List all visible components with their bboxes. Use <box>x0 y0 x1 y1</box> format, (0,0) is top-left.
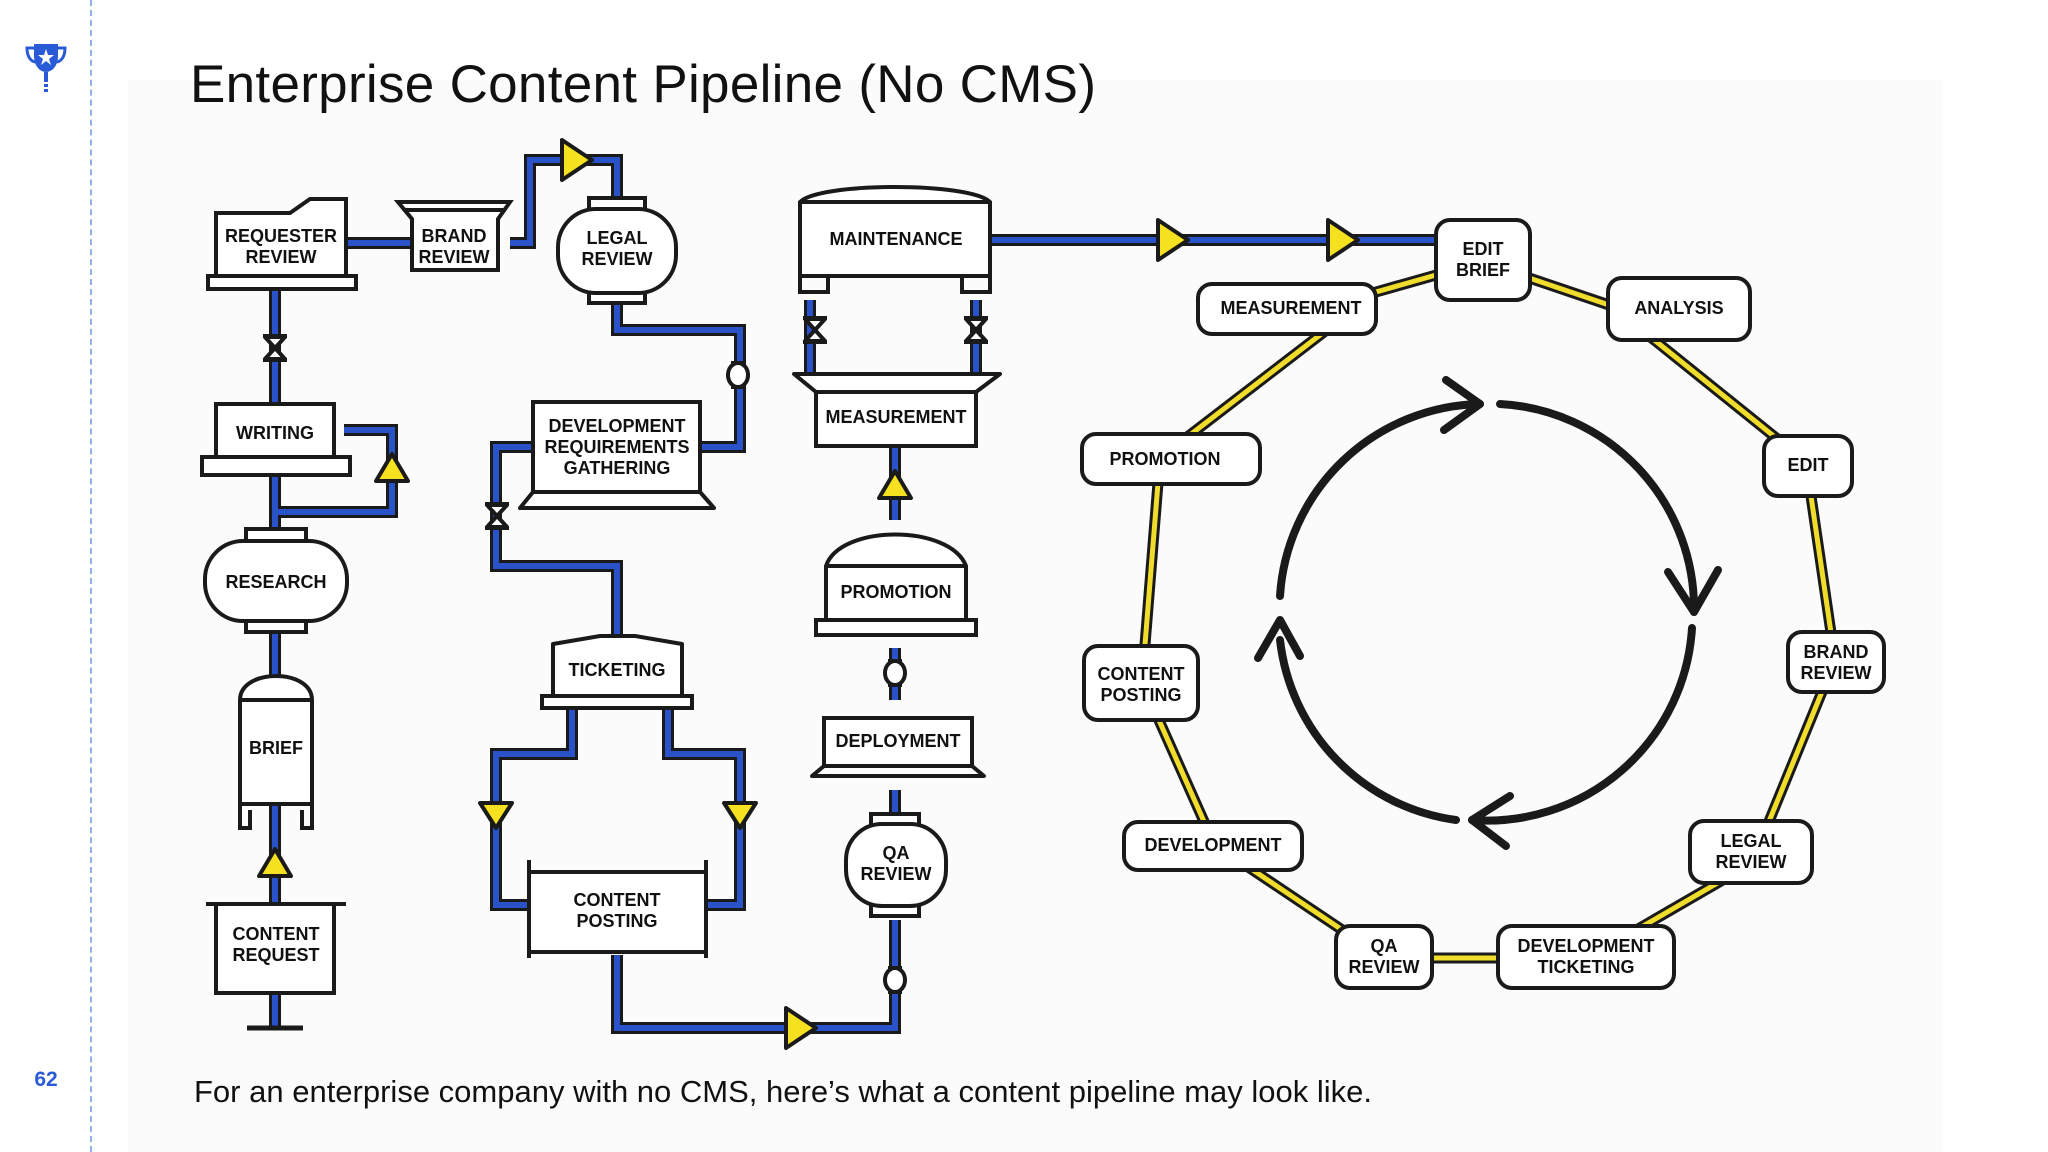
cycle-arrows <box>1254 376 1722 850</box>
node-deployment: DEPLOYMENT <box>810 716 986 778</box>
flow-arrow-down <box>478 801 514 830</box>
trophy-icon <box>25 44 67 92</box>
page-number: 62 <box>34 1068 58 1091</box>
node-writing: WRITING <box>200 402 352 477</box>
node-research: RESEARCH <box>203 527 349 634</box>
svg-text:MEASUREMENT: MEASUREMENT <box>825 407 966 427</box>
cycle-node-development: DEVELOPMENT <box>1122 820 1304 872</box>
cycle-node-measurement: MEASUREMENT <box>1196 282 1378 336</box>
flow-arrow-up <box>257 847 293 878</box>
svg-text:PROMOTION: PROMOTION <box>1110 449 1221 469</box>
flow-arrow-right <box>560 138 594 182</box>
svg-text:RESEARCH: RESEARCH <box>225 572 326 592</box>
svg-text:BRIEF: BRIEF <box>249 738 303 758</box>
svg-text:TICKETING: TICKETING <box>569 660 666 680</box>
cycle-node-analysis: ANALYSIS <box>1606 276 1752 342</box>
svg-text:DEVELOPMENT: DEVELOPMENT <box>1144 835 1281 855</box>
valve-icon <box>261 334 289 362</box>
valve-icon <box>962 316 990 344</box>
flow-arrow-right <box>1156 218 1190 262</box>
node-maintenance: MAINTENANCE <box>798 185 992 294</box>
slide-title: Enterprise Content Pipeline (No CMS) <box>190 55 1097 114</box>
svg-text:ANALYSIS: ANALYSIS <box>1634 298 1723 318</box>
svg-text:WRITING: WRITING <box>236 423 314 443</box>
flow-arrow-down <box>722 801 758 830</box>
gauge-icon <box>883 964 907 996</box>
cycle-node-promotion: PROMOTION <box>1080 432 1262 486</box>
node-measurement-c3: MEASUREMENT <box>792 372 1002 448</box>
svg-text:DEPLOYMENT: DEPLOYMENT <box>835 731 960 751</box>
gauge-icon <box>883 657 907 689</box>
flow-arrow-right <box>1326 218 1360 262</box>
slide-caption: For an enterprise company with no CMS, h… <box>194 1074 1373 1109</box>
svg-text:PROMOTION: PROMOTION <box>841 582 952 602</box>
valve-icon <box>483 502 511 530</box>
flow-arrow-up <box>877 469 913 500</box>
node-brief: BRIEF <box>238 674 314 830</box>
svg-text:MAINTENANCE: MAINTENANCE <box>830 229 963 249</box>
svg-text:MEASUREMENT: MEASUREMENT <box>1220 298 1361 318</box>
node-promotion-c3: PROMOTION <box>814 532 978 637</box>
node-ticketing: TICKETING <box>540 634 694 710</box>
cycle-node-edit: EDIT <box>1762 434 1854 498</box>
svg-text:EDIT: EDIT <box>1787 455 1828 475</box>
flow-arrow-up <box>374 452 410 483</box>
flow-arrow-right <box>784 1006 818 1050</box>
left-rail-divider <box>90 0 92 1152</box>
gauge-icon <box>726 359 750 391</box>
